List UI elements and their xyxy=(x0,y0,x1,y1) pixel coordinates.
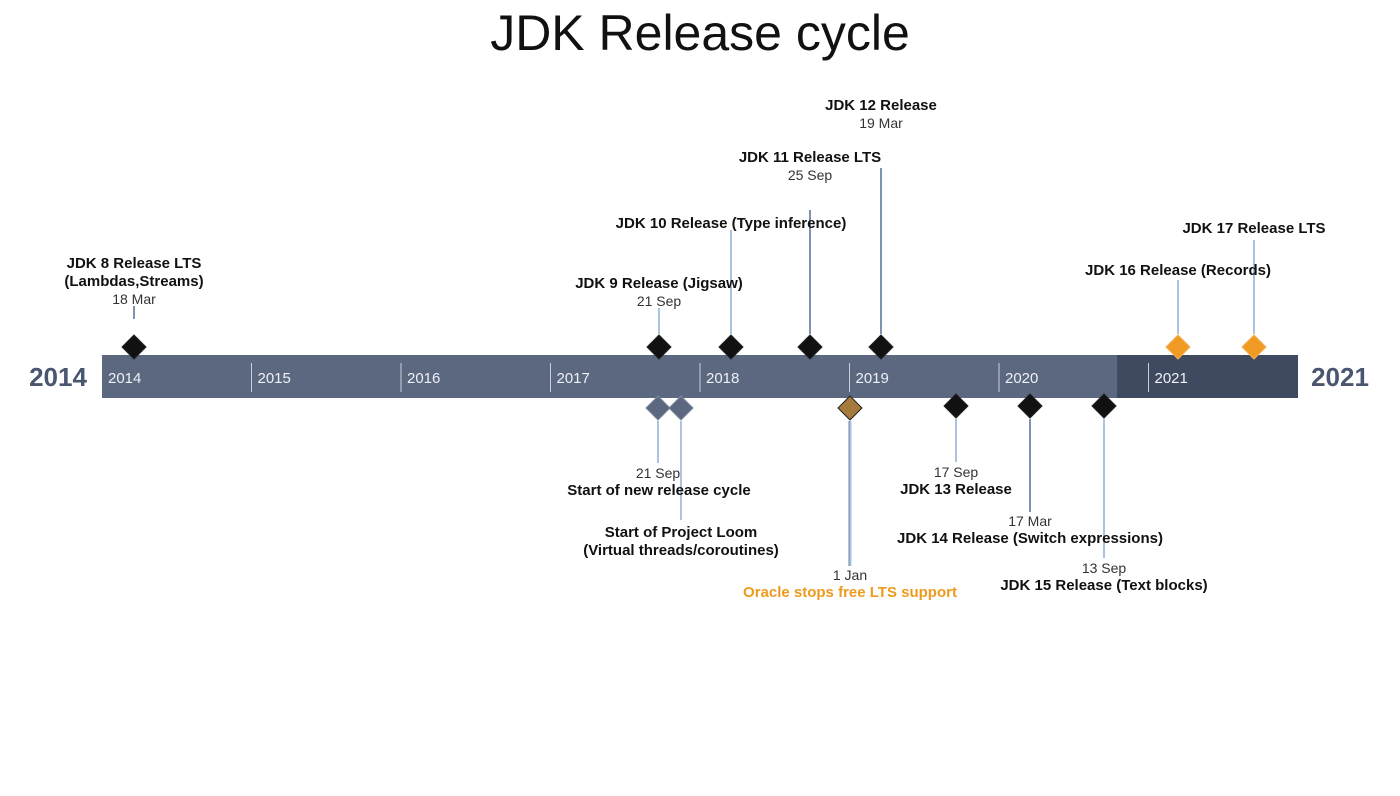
jdk15-marker xyxy=(1091,393,1117,419)
loom-label-line: (Virtual threads/coroutines) xyxy=(583,542,779,559)
jdk9-date: 21 Sep xyxy=(637,293,682,309)
timeline-end-label: 2021 xyxy=(1311,362,1369,392)
year-label-2020: 2020 xyxy=(1005,370,1038,387)
jdk17-marker xyxy=(1241,334,1267,360)
jdk11-label-line: JDK 11 Release LTS xyxy=(739,149,881,166)
jdk9-label-group: JDK 9 Release (Jigsaw)21 Sep xyxy=(575,275,743,309)
cycle-date: 21 Sep xyxy=(636,465,681,481)
oracle-date: 1 Jan xyxy=(833,567,867,583)
year-label-2021: 2021 xyxy=(1155,370,1188,387)
jdk8-marker xyxy=(121,334,147,360)
event-markers xyxy=(121,334,1267,421)
jdk8-label-group: JDK 8 Release LTS(Lambdas,Streams)18 Mar xyxy=(64,255,203,307)
oracle-marker xyxy=(837,395,863,421)
cycle-label-line: Start of new release cycle xyxy=(567,482,750,499)
jdk17-label-group: JDK 17 Release LTS xyxy=(1182,220,1325,237)
loom-label-line: Start of Project Loom xyxy=(605,524,758,541)
year-label-2017: 2017 xyxy=(557,370,590,387)
loom-label-group: Start of Project Loom(Virtual threads/co… xyxy=(583,524,779,559)
year-label-2016: 2016 xyxy=(407,370,440,387)
jdk10-label-group: JDK 10 Release (Type inference) xyxy=(616,215,847,232)
jdk13-date: 17 Sep xyxy=(934,464,979,480)
jdk8-label-line: (Lambdas,Streams) xyxy=(64,273,203,290)
jdk16-label-line: JDK 16 Release (Records) xyxy=(1085,262,1271,279)
year-label-2014: 2014 xyxy=(108,370,141,387)
jdk8-label-line: JDK 8 Release LTS xyxy=(67,255,202,272)
jdk12-label-line: JDK 12 Release xyxy=(825,97,937,114)
jdk11-date: 25 Sep xyxy=(788,167,833,183)
diagram-title: JDK Release cycle xyxy=(490,5,910,61)
jdk16-label-group: JDK 16 Release (Records) xyxy=(1085,262,1271,279)
timeline-start-label: 2014 xyxy=(29,362,87,392)
jdk10-marker xyxy=(718,334,744,360)
jdk15-date: 13 Sep xyxy=(1082,560,1127,576)
jdk14-marker xyxy=(1017,393,1043,419)
jdk12-marker xyxy=(868,334,894,360)
jdk9-marker xyxy=(646,334,672,360)
jdk8-date: 18 Mar xyxy=(112,291,156,307)
jdk17-label-line: JDK 17 Release LTS xyxy=(1182,220,1325,237)
loom-marker xyxy=(668,395,694,421)
jdk11-marker xyxy=(797,334,823,360)
year-label-2015: 2015 xyxy=(258,370,291,387)
jdk13-marker xyxy=(943,393,969,419)
jdk14-date: 17 Mar xyxy=(1008,513,1052,529)
jdk16-marker xyxy=(1165,334,1191,360)
year-label-2019: 2019 xyxy=(856,370,889,387)
jdk9-label-line: JDK 9 Release (Jigsaw) xyxy=(575,275,743,292)
year-label-2018: 2018 xyxy=(706,370,739,387)
jdk13-label-line: JDK 13 Release xyxy=(900,481,1012,498)
timeline-bar: 2014 2015 2016 2017 2018 2019 2020 2021 xyxy=(102,355,1298,398)
jdk10-label-line: JDK 10 Release (Type inference) xyxy=(616,215,847,232)
event-labels: JDK 8 Release LTS(Lambdas,Streams)18 Mar… xyxy=(64,97,1325,601)
jdk15-label-line: JDK 15 Release (Text blocks) xyxy=(1000,577,1207,594)
cycle-marker xyxy=(645,395,671,421)
jdk14-label-line: JDK 14 Release (Switch expressions) xyxy=(897,530,1163,547)
oracle-label-line: Oracle stops free LTS support xyxy=(743,584,957,601)
timeline-bar-future-segment xyxy=(1117,355,1298,398)
connector-lines xyxy=(133,168,1255,566)
jdk12-date: 19 Mar xyxy=(859,115,903,131)
